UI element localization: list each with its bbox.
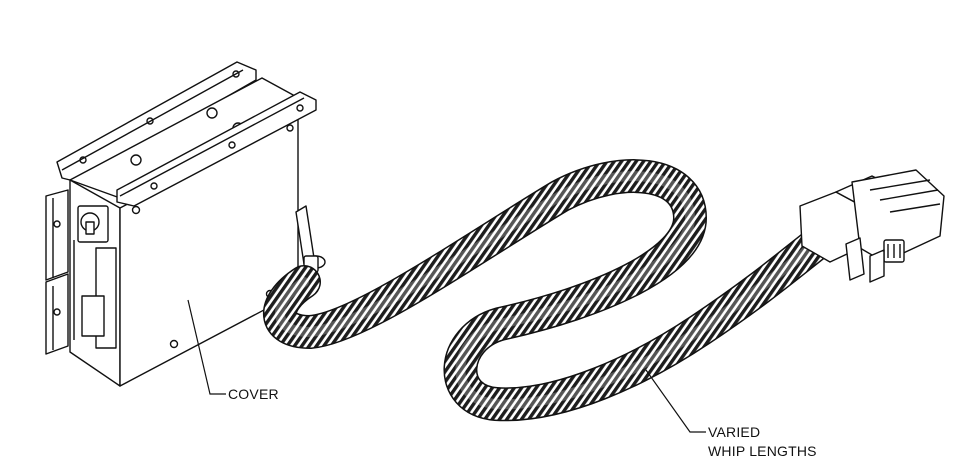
side-flange-upper: [45, 189, 69, 281]
front-mounting-bracket: [116, 91, 317, 207]
whip-hose: [263, 159, 843, 422]
cover-screw: [286, 124, 294, 132]
screw: [130, 154, 142, 166]
whip-callout-line1: VARIED: [708, 424, 761, 440]
connector-plug: [799, 169, 945, 283]
enclosure-box: [45, 61, 326, 387]
cover-screw: [131, 205, 141, 215]
leader-lines: [187, 299, 706, 433]
side-flange-lower: [45, 273, 69, 355]
cover-leader: [187, 299, 226, 395]
whip-leader: [645, 369, 706, 433]
cover-callout: COVER: [228, 386, 279, 402]
whip-callout-line2: WHIP LENGTHS: [708, 443, 817, 459]
screw: [206, 107, 218, 119]
cover-screw: [169, 339, 179, 349]
rear-mounting-bracket: [56, 61, 257, 183]
